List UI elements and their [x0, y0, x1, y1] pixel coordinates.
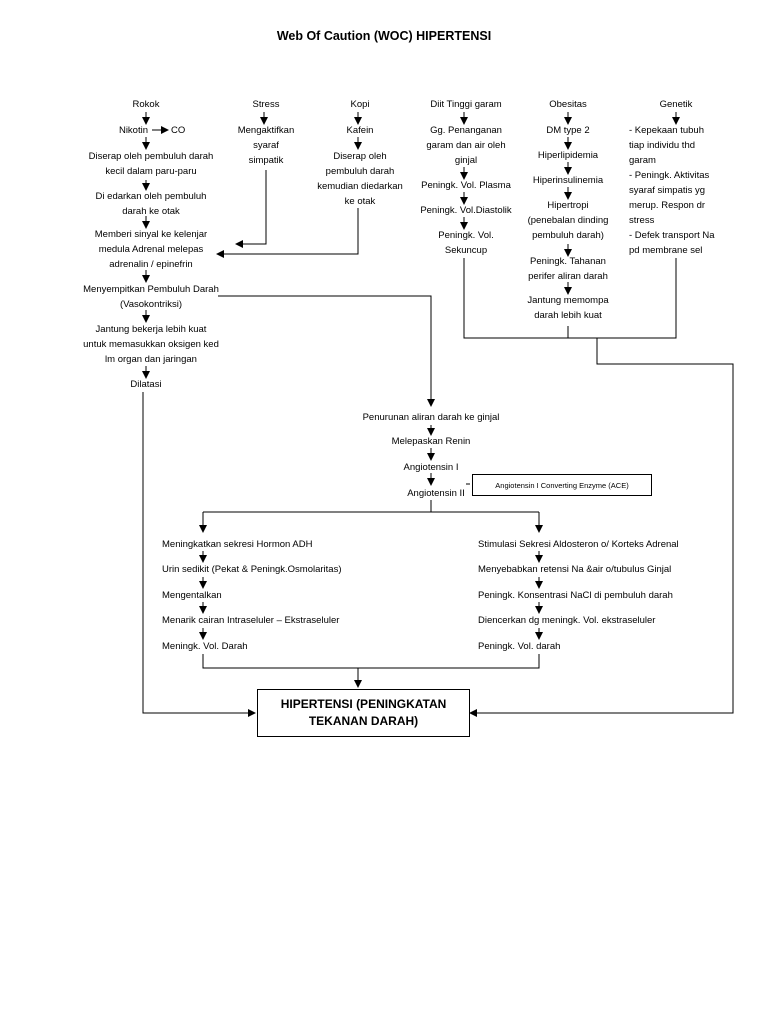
ace-box: Angiotensin I Converting Enzyme (ACE) — [472, 474, 652, 496]
node-kafein: Kafein — [346, 125, 374, 136]
node-hiperlipidemia: Hiperlipidemia — [537, 150, 599, 161]
node-diserap-otak: Diserap oleh pembuluh darah kemudian die… — [317, 151, 403, 207]
node-co: CO — [171, 125, 186, 136]
node-jantung-kuat: Jantung bekerja lebih kuat untuk memasuk… — [83, 324, 219, 365]
right-branch-step: Diencerkan dg meningk. Vol. ekstraselule… — [478, 615, 656, 626]
node-diserap-paru: Diserap oleh pembuluh darah kecil dalam … — [88, 151, 214, 177]
left-branch-step: Meningk. Vol. Darah — [162, 641, 248, 652]
node-diedarkan-otak: Di edarkan oleh pembuluh darah ke otak — [95, 191, 207, 217]
node-mengaktifkan-syaraf: Mengaktifkan syaraf simpatik — [237, 125, 295, 166]
right-branch-step: Peningk. Konsentrasi NaCl di pembuluh da… — [478, 590, 673, 601]
node-rokok: Rokok — [132, 99, 160, 110]
node-memberi-sinyal: Memberi sinyal ke kelenjar medula Adrena… — [94, 229, 208, 270]
left-branch-step: Meningkatkan sekresi Hormon ADH — [162, 539, 313, 550]
left-branch-step: Menarik cairan Intraseluler – Ekstraselu… — [162, 615, 340, 626]
node-diit-garam: Diit Tinggi garam — [430, 99, 502, 110]
node-dilatasi: Dilatasi — [130, 379, 162, 390]
node-gg-penanganan: Gg. Penanganan garam dan air oleh ginjal — [426, 125, 506, 166]
node-hipertropi: Hipertropi (penebalan dinding pembuluh d… — [527, 200, 609, 241]
right-branch-step: Peningk. Vol. darah — [478, 641, 561, 652]
node-vol-sekuncup: Peningk. Vol. Sekuncup — [438, 230, 494, 256]
node-angiotensin-1: Angiotensin I — [403, 462, 459, 473]
right-branch-step: Menyebabkan retensi Na &air o/tubulus Gi… — [478, 564, 672, 575]
node-obesitas: Obesitas — [549, 99, 587, 110]
node-vol-diastolik: Peningk. Vol.Diastolik — [420, 205, 512, 216]
hipertensi-box: HIPERTENSI (PENINGKATAN TEKANAN DARAH) — [257, 689, 470, 737]
left-branch-step: Mengentalkan — [162, 590, 222, 601]
diagram-title: Web Of Caution (WOC) HIPERTENSI — [276, 29, 492, 43]
node-genetik: Genetik — [659, 99, 693, 110]
node-penurunan-aliran: Penurunan aliran darah ke ginjal — [362, 412, 500, 423]
left-branch-step: Urin sedikit (Pekat & Peningk.Osmolarita… — [162, 564, 342, 575]
node-genetik-factors: - Kepekaan tubuh tiap individu thd garam… — [629, 125, 715, 256]
node-kopi: Kopi — [350, 99, 370, 110]
node-melepaskan-renin: Melepaskan Renin — [391, 436, 471, 447]
node-vol-plasma: Peningk. Vol. Plasma — [421, 180, 511, 191]
node-jantung-memompa: Jantung memompa darah lebih kuat — [527, 295, 609, 321]
node-dm-type2: DM type 2 — [546, 125, 590, 136]
node-stress: Stress — [252, 99, 280, 110]
node-tahanan-perifer: Peningk. Tahanan perifer aliran darah — [528, 256, 608, 282]
node-vasokonstriksi: Menyempitkan Pembuluh Darah (Vasokontrik… — [83, 284, 219, 310]
right-branch-step: Stimulasi Sekresi Aldosteron o/ Korteks … — [478, 539, 679, 550]
node-nikotin: Nikotin — [118, 125, 148, 136]
node-hiperinsulinemia: Hiperinsulinemia — [532, 175, 604, 186]
node-angiotensin-2: Angiotensin II — [407, 488, 465, 499]
